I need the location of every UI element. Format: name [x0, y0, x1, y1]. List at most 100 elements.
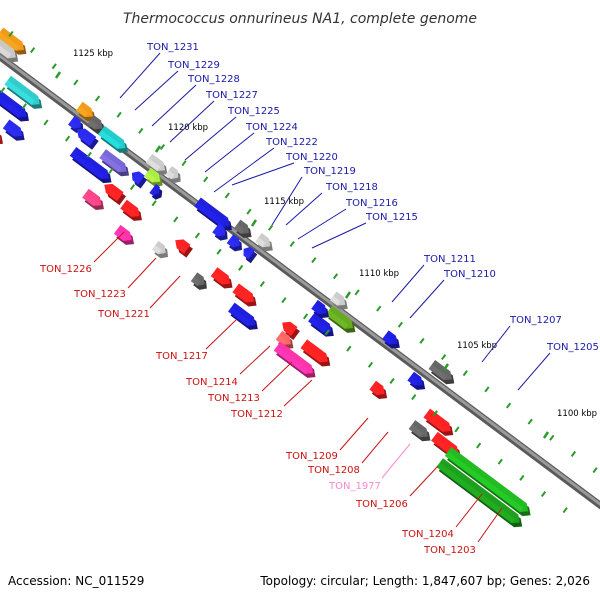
gene-label[interactable]: TON_1228 — [187, 74, 240, 85]
label-leader — [481, 325, 511, 363]
gene-glyph — [408, 420, 431, 442]
gene-glyph — [226, 234, 243, 252]
minor-tick — [86, 151, 92, 158]
gene-glyph — [144, 167, 163, 187]
minor-tick — [376, 305, 382, 312]
label-leader — [271, 176, 303, 226]
gene-label[interactable]: TON_1217 — [155, 351, 208, 362]
label-leader — [517, 352, 551, 391]
gene-label[interactable]: TON_1229 — [167, 60, 220, 71]
gene-label[interactable]: TON_1209 — [285, 451, 338, 462]
minor-tick — [484, 386, 490, 393]
minor-tick — [194, 232, 201, 239]
minor-tick — [497, 458, 503, 465]
gene-label[interactable]: TON_1203 — [423, 545, 476, 556]
minor-tick — [289, 240, 295, 247]
gene-label[interactable]: TON_1206 — [355, 499, 408, 510]
gene-glyph — [243, 246, 258, 264]
gene-label[interactable]: TON_1214 — [185, 377, 238, 388]
minor-tick — [224, 192, 230, 199]
minor-tick — [267, 224, 274, 231]
minor-tick — [159, 144, 166, 151]
gene-glyph — [76, 101, 96, 122]
gene-label[interactable]: TON_1227 — [205, 90, 258, 101]
gene-glyph — [82, 188, 104, 210]
minor-tick — [216, 248, 222, 255]
gene-glyph — [69, 146, 112, 184]
label-leader — [391, 264, 425, 303]
label-leader — [261, 361, 293, 392]
gene-label[interactable]: TON_1231 — [146, 42, 199, 53]
gene-glyph — [300, 339, 331, 367]
label-leader — [455, 493, 483, 528]
gene-glyph — [210, 267, 233, 289]
label-leaders — [93, 52, 551, 543]
gene-label[interactable]: TON_1213 — [207, 393, 260, 404]
gene-glyph — [444, 447, 531, 517]
gene-glyph — [0, 90, 29, 122]
major-tick — [250, 219, 258, 227]
gene-glyph — [436, 458, 523, 528]
tick-label: 1105 kbp — [457, 341, 497, 351]
gene-glyph — [190, 272, 207, 290]
gene-label[interactable]: TON_1211 — [423, 254, 476, 265]
minor-tick — [0, 87, 6, 94]
gene-label[interactable]: TON_1205 — [546, 342, 599, 353]
gene-label[interactable]: TON_1207 — [509, 315, 562, 326]
minor-tick — [311, 257, 317, 264]
gene-label[interactable]: TON_1218 — [325, 182, 378, 193]
minor-tick — [129, 184, 136, 191]
gene-label[interactable]: TON_1222 — [265, 137, 318, 148]
gene-glyph — [149, 184, 163, 200]
label-leader — [409, 465, 439, 497]
label-leader — [149, 275, 181, 309]
minor-tick — [43, 119, 49, 126]
label-leader — [119, 52, 161, 99]
minor-tick — [138, 127, 144, 134]
minor-tick — [259, 281, 265, 288]
gene-glyph — [104, 183, 127, 206]
minor-tick — [346, 345, 352, 352]
gene-glyph — [2, 119, 25, 141]
label-leader — [231, 162, 295, 186]
minor-tick — [476, 442, 482, 449]
label-leader — [409, 279, 445, 319]
gene-label[interactable]: TON_1219 — [303, 166, 356, 177]
minor-tick — [454, 426, 460, 433]
gene-glyph — [99, 149, 130, 177]
gene-glyph — [428, 360, 455, 385]
minor-tick — [173, 216, 179, 223]
gene-glyph — [165, 165, 181, 184]
gene-label[interactable]: TON_1210 — [443, 269, 496, 280]
gene-glyph — [113, 224, 135, 245]
gene-label[interactable]: TON_1224 — [245, 122, 298, 133]
label-leader — [151, 84, 197, 127]
gene-glyph — [273, 341, 316, 378]
label-leader — [381, 443, 411, 479]
gene-glyph — [175, 239, 193, 258]
gene-label[interactable]: TON_1221 — [97, 309, 150, 320]
tick-label: 1120 kbp — [168, 123, 208, 133]
gene-label[interactable]: TON_1216 — [345, 198, 398, 209]
label-leader — [477, 507, 503, 543]
gene-glyph — [76, 128, 99, 150]
label-leader — [169, 100, 215, 143]
gene-glyph — [407, 371, 426, 390]
gene-label[interactable]: TON_1223 — [73, 289, 126, 300]
gene-label[interactable]: TON_1204 — [401, 529, 454, 540]
minor-tick — [592, 467, 598, 474]
gene-label[interactable]: TON_1215 — [365, 212, 418, 223]
label-leader — [239, 345, 271, 375]
gene-label[interactable]: TON_1225 — [227, 106, 280, 117]
gene-label[interactable]: TON_1220 — [285, 152, 338, 163]
minor-tick — [246, 208, 252, 215]
minor-tick — [51, 63, 57, 70]
gene-label[interactable]: TON_1208 — [307, 465, 360, 476]
gene-label[interactable]: TON_1226 — [39, 264, 92, 275]
gene-label[interactable]: TON_1212 — [230, 409, 283, 420]
minor-tick — [419, 337, 425, 344]
tick-label: 1125 kbp — [73, 49, 113, 59]
minor-tick — [432, 410, 438, 417]
gene-label[interactable]: TON_1977 — [328, 481, 381, 492]
